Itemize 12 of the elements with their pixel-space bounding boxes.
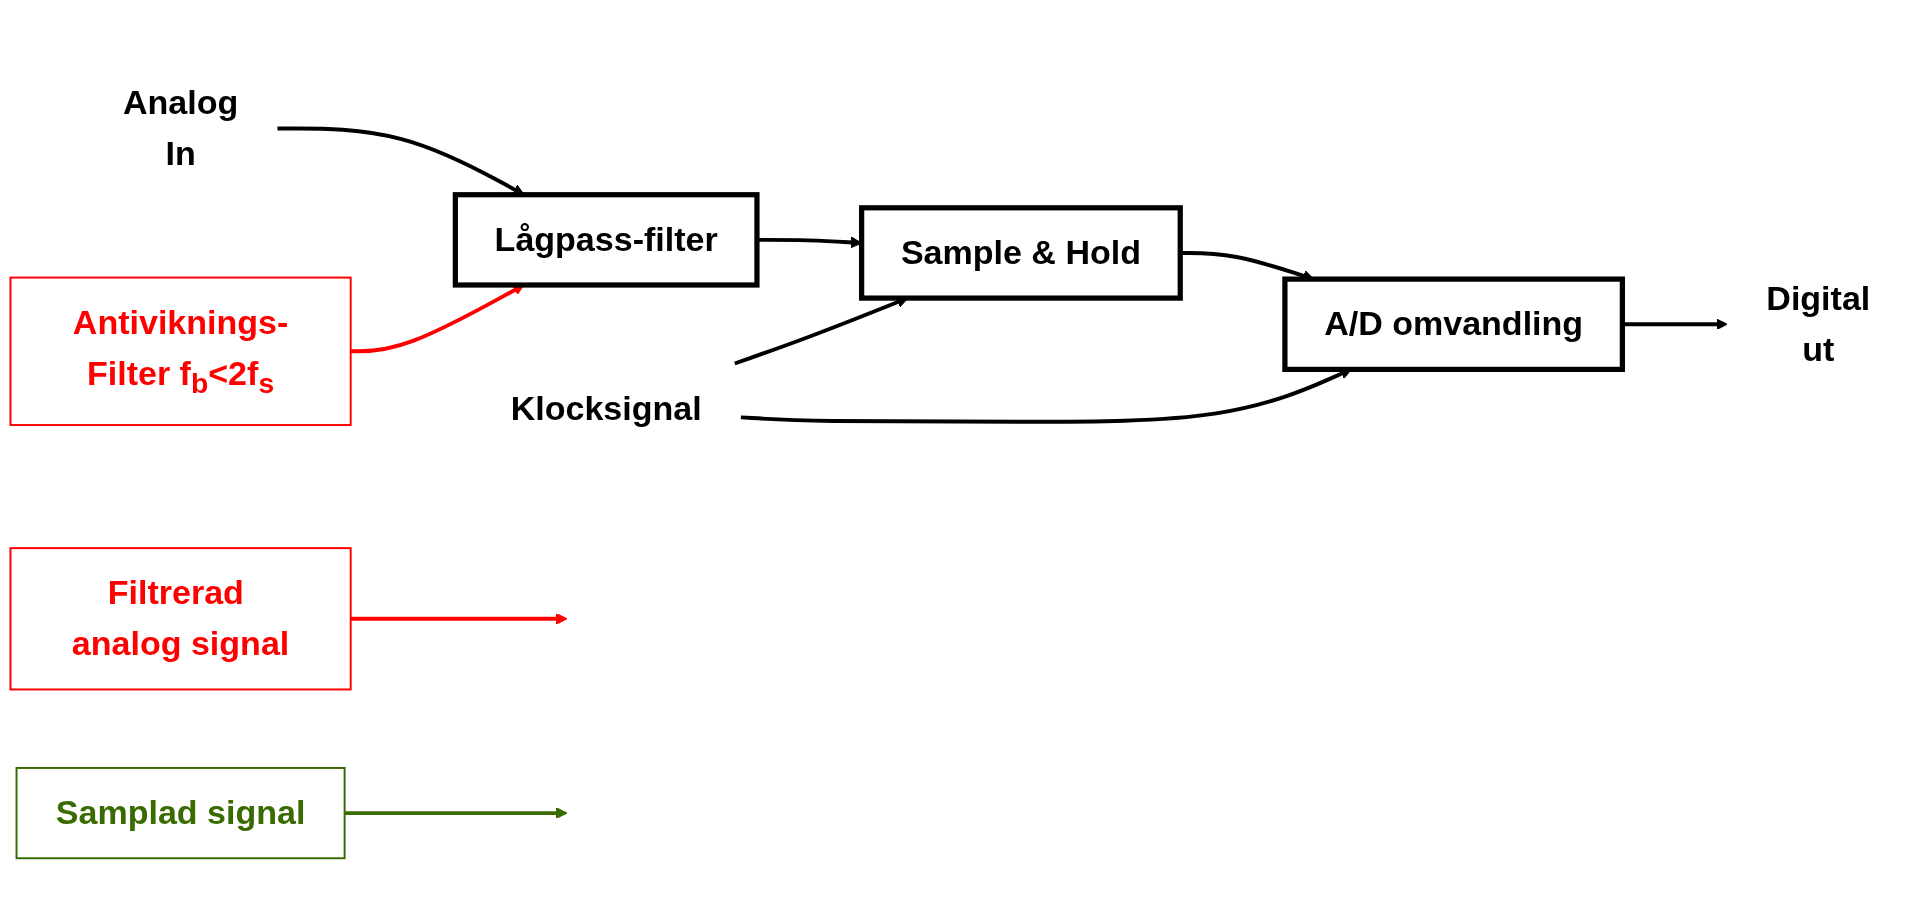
node-text: Analog In	[122, 82, 239, 173]
arrow	[1622, 318, 1728, 330]
node-box: A/D omvandling	[1282, 276, 1625, 372]
node-box: Antiviknings-Filter f$_{b}$<2f$_{s}$	[9, 276, 352, 426]
node-box: Sample & Hold	[859, 205, 1183, 301]
node-box: Filtrerad analog signal	[9, 547, 352, 691]
node-text: Klocksignal	[510, 388, 702, 428]
node-text: Digital ut	[1766, 278, 1871, 369]
node-box: Lågpass-filter	[452, 192, 760, 288]
arrow	[350, 613, 568, 625]
node-box: Samplad signal	[15, 767, 346, 860]
arrow	[344, 807, 568, 819]
